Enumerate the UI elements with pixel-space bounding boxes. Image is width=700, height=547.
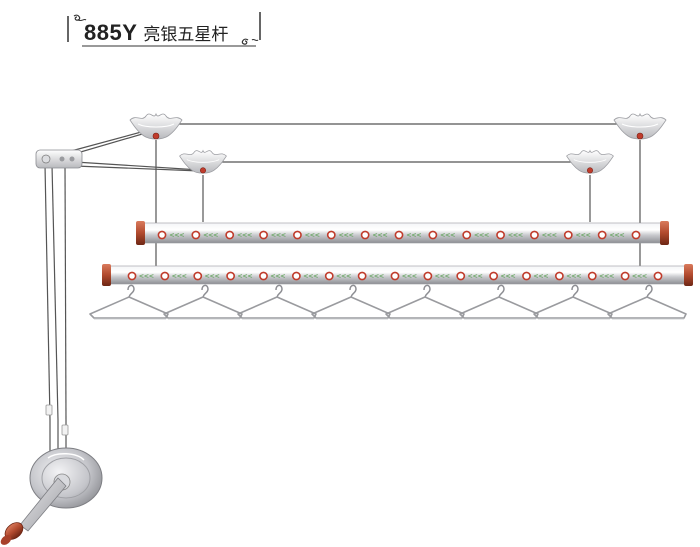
rod-rivet bbox=[587, 271, 614, 281]
rod-rivet bbox=[191, 230, 218, 240]
hangers bbox=[89, 284, 687, 320]
flower-ceiling-mount-icon bbox=[613, 113, 667, 140]
rod-rivet bbox=[193, 271, 220, 281]
rod-rivet bbox=[226, 271, 253, 281]
rod-rivet bbox=[631, 230, 641, 240]
rod-rivet bbox=[620, 271, 647, 281]
rod-rivet bbox=[554, 271, 581, 281]
rod-rivet bbox=[259, 230, 286, 240]
rod-rivet bbox=[597, 230, 625, 240]
clothes-hanger-icon bbox=[533, 284, 613, 320]
rod-rivet bbox=[530, 230, 557, 240]
rod-rivet bbox=[324, 271, 351, 281]
lower-drying-rod bbox=[102, 264, 693, 286]
clothes-hanger-icon bbox=[311, 284, 391, 320]
rod-rivet bbox=[496, 230, 523, 240]
rod-rivet bbox=[653, 271, 663, 281]
rod-rivet bbox=[423, 271, 450, 281]
rod-rivet bbox=[326, 230, 354, 240]
rod-rivet bbox=[127, 271, 154, 281]
rod-rivet bbox=[522, 271, 549, 281]
product-model: 885Y bbox=[84, 20, 138, 45]
clothes-hanger-icon bbox=[163, 284, 243, 320]
flower-ceiling-mount-icon bbox=[566, 150, 614, 174]
clothes-hanger-icon bbox=[385, 284, 465, 320]
wall-pulley-icon bbox=[35, 149, 83, 169]
rod-rivet bbox=[489, 271, 516, 281]
rod-rivet bbox=[394, 230, 422, 240]
rod-rivet bbox=[225, 230, 252, 240]
rod-rivet bbox=[157, 230, 185, 240]
rod-rivet bbox=[563, 230, 591, 240]
clothes-hanger-icon bbox=[607, 284, 687, 320]
rod-rivet bbox=[390, 271, 417, 281]
rod-rivet bbox=[160, 271, 187, 281]
product-name: 亮银五星杆 bbox=[143, 25, 229, 45]
clothes-hanger-icon bbox=[459, 284, 539, 320]
rod-rivet bbox=[428, 230, 455, 240]
clothes-hanger-icon bbox=[237, 284, 317, 320]
rod-rivet bbox=[456, 271, 483, 281]
rod-rivet bbox=[291, 271, 318, 281]
cable-clips bbox=[45, 404, 69, 436]
rod-rivet bbox=[462, 230, 489, 240]
upper-drying-rod bbox=[136, 221, 669, 245]
curl-ornament-icon bbox=[241, 38, 259, 45]
rod-rivet bbox=[293, 230, 320, 240]
rod-rivet bbox=[360, 230, 388, 240]
title-frame bbox=[67, 12, 261, 47]
rod-rivet bbox=[357, 271, 384, 281]
rod-rivet bbox=[259, 271, 286, 281]
hand-crank-icon bbox=[0, 447, 103, 545]
clothes-hanger-icon bbox=[89, 284, 169, 320]
curl-ornament-icon bbox=[73, 14, 87, 22]
